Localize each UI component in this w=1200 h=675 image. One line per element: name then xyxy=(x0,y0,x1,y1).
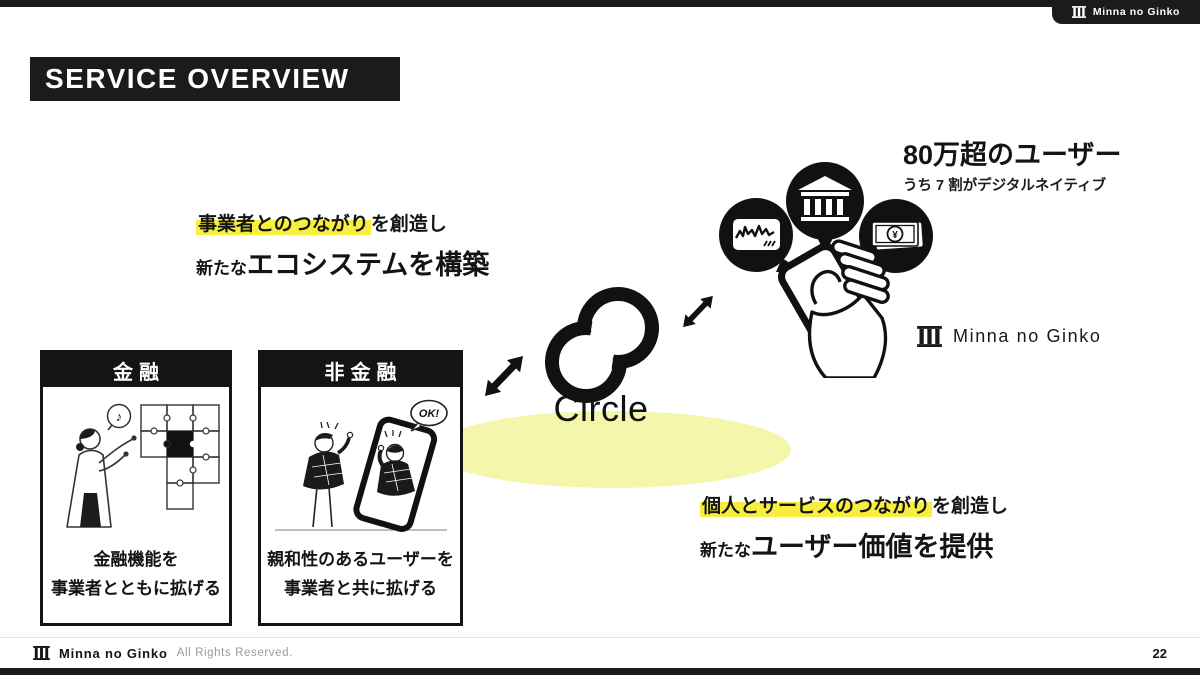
business-message-highlight: 事業者とのつながり xyxy=(196,214,371,235)
finance-panel: 金融 xyxy=(40,350,232,626)
page-number: 22 xyxy=(1152,645,1167,661)
highlight-ellipse xyxy=(433,411,791,488)
users-headline: 80万超のユーザー xyxy=(903,140,1122,170)
finance-panel-caption: 金融機能を 事業者とともに拡げる xyxy=(51,550,221,598)
right-brand-label: Minna no Ginko xyxy=(953,326,1102,346)
nonfinance-panel: 非金融 xyxy=(258,350,463,626)
footer: Minna no Ginko All Rights Reserved. 22 xyxy=(0,637,1200,668)
hand-icon xyxy=(807,239,890,378)
personal-message-main: ユーザー価値を提供 xyxy=(751,532,994,562)
business-message-line1: 事業者とのつながりを創造し xyxy=(196,212,489,238)
nonfinance-panel-header: 非金融 xyxy=(261,353,460,387)
business-message-rest: を創造し xyxy=(370,214,447,235)
service-name: Circle xyxy=(553,388,649,429)
person-puzzle-illustration: ♪ xyxy=(66,403,220,528)
personal-message-highlight: 個人とサービスのつながり xyxy=(700,496,933,517)
users-block: 80万超のユーザー うち 7 割がデジタルネイティブ xyxy=(903,139,1122,195)
nonfinance-panel-caption: 親和性のあるユーザーを 事業者と共に拡げる xyxy=(267,550,454,598)
finance-panel-header: 金融 xyxy=(43,353,229,387)
footer-brand: Minna no Ginko xyxy=(59,645,168,661)
business-message-line2: 新たなエコシステムを構築 xyxy=(196,243,489,282)
personal-message-prefix: 新たな xyxy=(700,541,751,560)
double-arrow-icon xyxy=(485,356,523,396)
phone-in-hand-illustration: ¥ xyxy=(719,162,933,378)
ok-speech-bubble: OK! xyxy=(410,399,448,432)
music-note-glyph: ♪ xyxy=(116,409,123,424)
business-message-prefix: 新たな xyxy=(196,259,247,278)
title-box: SERVICE OVERVIEW xyxy=(30,57,400,101)
people-ok-illustration: OK! xyxy=(275,399,448,532)
personal-message: 個人とサービスのつながりを創造し 新たなユーザー価値を提供 xyxy=(700,494,1008,564)
personal-message-line2: 新たなユーザー価値を提供 xyxy=(700,525,1008,564)
minna-logo-icon xyxy=(1071,6,1086,18)
footer-brand-lockup: Minna no Ginko All Rights Reserved. xyxy=(33,646,293,661)
footer-rights: All Rights Reserved. xyxy=(176,647,293,659)
minna-logo-icon xyxy=(33,646,50,660)
page-title: SERVICE OVERVIEW xyxy=(45,63,350,94)
personal-message-line1: 個人とサービスのつながりを創造し xyxy=(700,494,1008,520)
personal-message-rest: を創造し xyxy=(932,496,1009,517)
circle-service-logo xyxy=(545,287,659,403)
music-note-bubble-icon: ♪ xyxy=(106,403,132,431)
top-bar xyxy=(0,0,1200,7)
bottom-bar xyxy=(0,668,1200,675)
yen-symbol: ¥ xyxy=(892,230,898,241)
brand-tab-label: Minna no Ginko xyxy=(1092,6,1181,18)
minna-logo-icon xyxy=(917,326,942,347)
business-message: 事業者とのつながりを創造し 新たなエコシステムを構築 xyxy=(196,212,489,282)
brand-tab: Minna no Ginko xyxy=(1052,0,1200,24)
users-subline: うち 7 割がデジタルネイティブ xyxy=(903,178,1107,194)
city-card-bubble-icon xyxy=(719,198,804,272)
bank-bubble-icon xyxy=(786,162,864,254)
business-message-main: エコシステムを構築 xyxy=(247,250,490,280)
right-brand: Minna no Ginko xyxy=(917,326,1101,347)
ok-bubble-text: OK! xyxy=(419,408,440,420)
double-arrow-icon xyxy=(683,295,713,328)
